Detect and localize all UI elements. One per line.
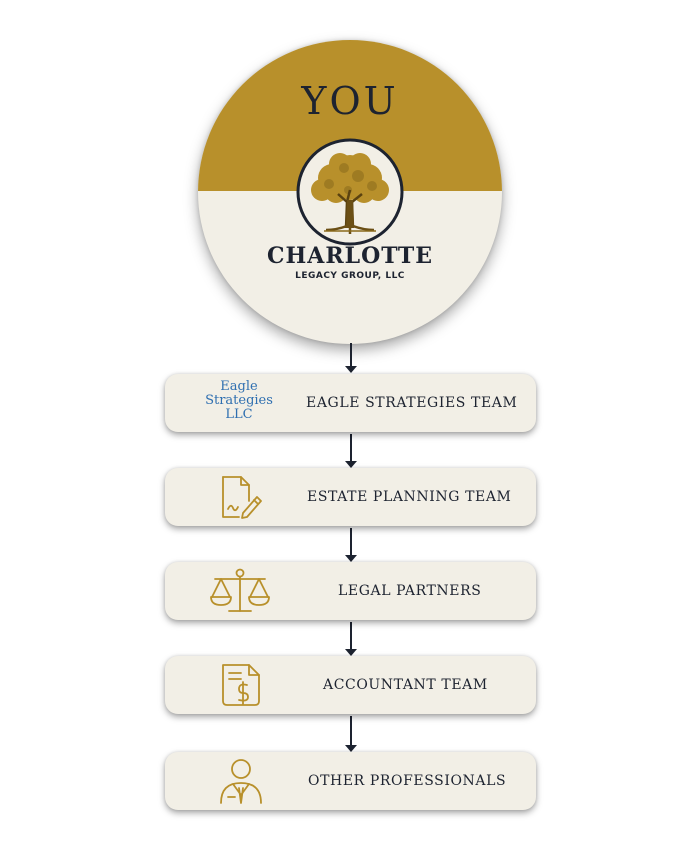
eagle-logo-line: Strategies	[205, 393, 273, 408]
team-card-estate-planning: ESTATE PLANNING TEAM	[165, 468, 536, 526]
team-card-eagle-strategies: Eagle Strategies LLC EAGLE STRATEGIES TE…	[165, 374, 536, 432]
eagle-strategies-logo: Eagle Strategies LLC	[199, 380, 279, 422]
connector-arrow	[345, 622, 357, 656]
eagle-logo-line: Eagle	[220, 379, 258, 394]
brand-name: CHARLOTTE	[266, 243, 433, 269]
team-card-label: OTHER PROFESSIONALS	[308, 773, 507, 789]
team-card-other-professionals: OTHER PROFESSIONALS	[165, 752, 536, 810]
you-hub-circle: YOU CHARLOTTE LEGACY GR	[198, 40, 502, 344]
invoice-dollar-icon	[222, 664, 260, 706]
scales-icon	[210, 568, 270, 612]
hub-title: YOU	[301, 79, 399, 123]
team-card-label: ACCOUNTANT TEAM	[323, 677, 488, 693]
connector-arrow	[345, 716, 357, 752]
brand-subtitle: LEGACY GROUP, LLC	[295, 271, 405, 281]
oak-tree-logo-icon	[296, 138, 404, 246]
team-card-accountant: ACCOUNTANT TEAM	[165, 656, 536, 714]
professional-person-icon	[220, 759, 262, 804]
connector-arrow	[345, 528, 357, 562]
team-card-label: ESTATE PLANNING TEAM	[307, 489, 512, 505]
team-card-legal-partners: LEGAL PARTNERS	[165, 562, 536, 620]
team-card-label: LEGAL PARTNERS	[338, 583, 482, 599]
connector-arrow	[345, 434, 357, 468]
connector-arrow	[345, 343, 357, 373]
eagle-logo-line: LLC	[225, 407, 253, 422]
team-card-label: EAGLE STRATEGIES TEAM	[306, 395, 518, 411]
document-pen-icon	[222, 476, 262, 519]
